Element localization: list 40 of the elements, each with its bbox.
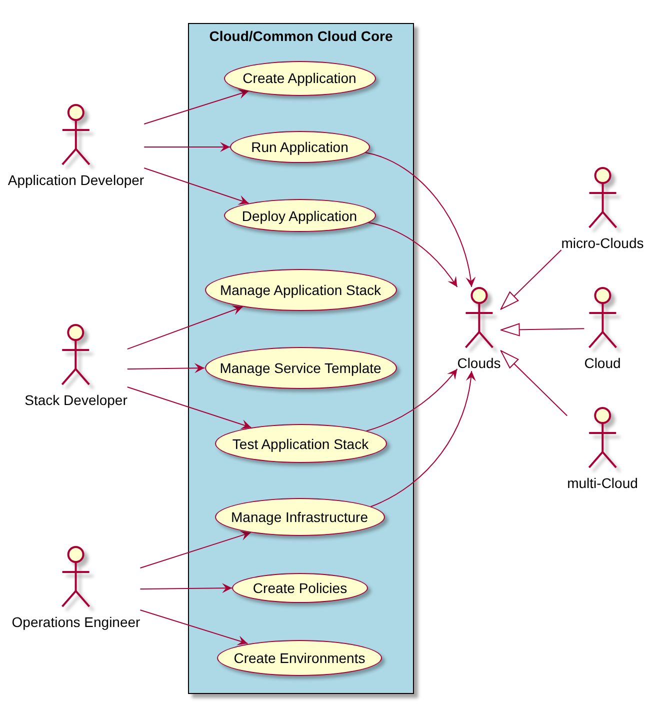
- boundary-title: Cloud/Common Cloud Core: [209, 28, 393, 45]
- use-case-ellipse: [232, 573, 368, 603]
- arrow: [144, 168, 250, 205]
- use-case-label: Deploy Application: [242, 208, 358, 224]
- use-case-ellipse: [224, 199, 376, 232]
- arrow: [144, 89, 250, 124]
- arrow: [368, 222, 458, 288]
- arrow: [140, 530, 252, 568]
- use-case-label: Test Application Stack: [232, 436, 369, 452]
- actor-name: micro-Clouds: [561, 235, 644, 251]
- use-case-label: Manage Infrastructure: [231, 509, 368, 525]
- inheritance-arrow: [500, 250, 562, 310]
- actor-name: Stack Developer: [24, 392, 128, 408]
- arrow: [140, 610, 248, 646]
- use-case-ellipse: [224, 60, 376, 96]
- arrow: [126, 386, 252, 430]
- use-case-label: Create Policies: [252, 580, 348, 596]
- use-case-ellipse: [214, 498, 384, 536]
- actor-name: Application Developer: [8, 172, 144, 188]
- use-case-label: Manage Service Template: [220, 360, 382, 376]
- use-case-ellipse: [230, 131, 370, 163]
- use-case-label: Manage Application Stack: [220, 282, 382, 298]
- use-case-label: Run Application: [251, 139, 348, 155]
- actor-name: Cloud: [584, 355, 621, 371]
- actor-name: multi-Cloud: [567, 475, 638, 491]
- arrow: [140, 583, 232, 594]
- use-case-ellipse: [214, 424, 386, 463]
- actor-name: Operations Engineer: [12, 614, 140, 630]
- arrow: [126, 306, 244, 350]
- arrow: [364, 152, 476, 288]
- inheritance-arrow: [500, 323, 585, 336]
- arrow: [126, 363, 205, 374]
- use-case-label: Create Environments: [234, 650, 366, 666]
- arrow: [366, 368, 458, 432]
- inheritance-arrow: [500, 350, 568, 416]
- arrow: [144, 142, 230, 152]
- system-boundary: [188, 23, 414, 694]
- use-case-label: Create Application: [242, 70, 356, 86]
- actor-name: Clouds: [457, 355, 501, 371]
- arrow: [370, 370, 476, 508]
